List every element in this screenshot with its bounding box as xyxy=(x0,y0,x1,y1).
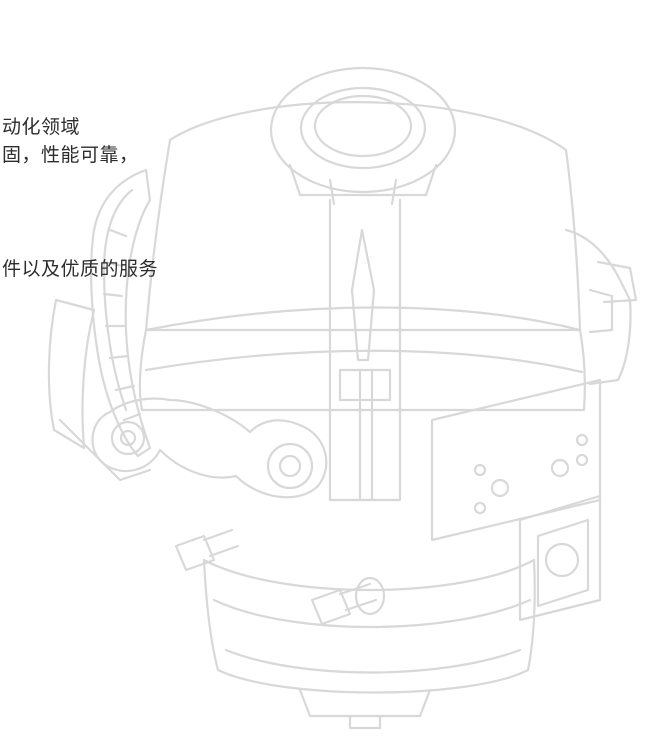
description-line-1: 动化领域 xyxy=(2,116,81,138)
description-line-3: 件以及优质的服务 xyxy=(2,258,159,280)
description-line-2: 固，性能可靠， xyxy=(2,144,139,166)
